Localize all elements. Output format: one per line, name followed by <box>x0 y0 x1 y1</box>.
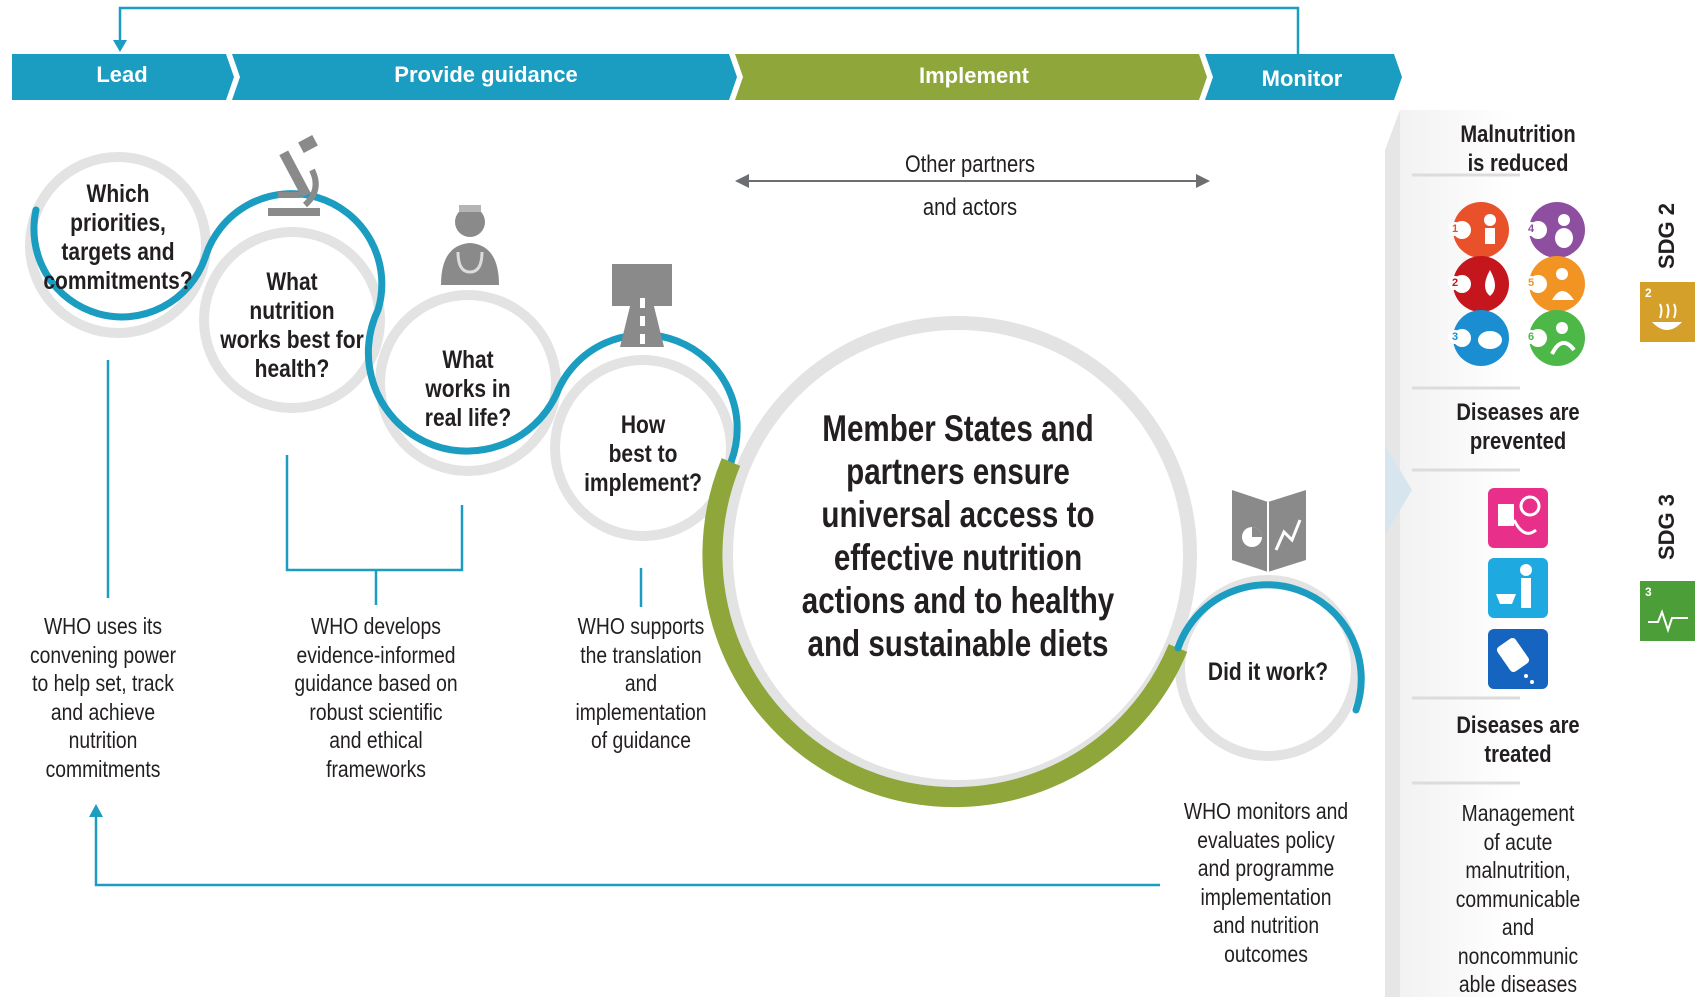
description-lead: WHO uses its convening power to help set… <box>29 613 177 782</box>
stage-chevron-implement <box>735 54 1207 100</box>
description-monitor: WHO monitors and evaluates policy and pr… <box>1183 798 1349 967</box>
stage-label-guidance: Provide guidance <box>394 62 578 87</box>
target-number-badge: 1 <box>1448 222 1462 236</box>
blood-pressure-icon <box>1488 488 1548 548</box>
zero-hunger-icon: 2 <box>1640 282 1695 342</box>
stage-label-lead: Lead <box>96 62 148 87</box>
description-guidance: WHO develops evidence-informed guidance … <box>294 613 458 782</box>
top-return-arrowhead <box>113 40 127 52</box>
question-did-it-work: Did it work? <box>1207 658 1329 686</box>
top-return-line <box>118 6 1300 54</box>
partners-arrowhead-right <box>1196 174 1210 188</box>
doctor-icon <box>441 205 499 285</box>
svg-text:3: 3 <box>1645 585 1652 599</box>
ring-nutrition <box>199 227 385 413</box>
stage-label-implement: Implement <box>918 63 1030 88</box>
nutrition-targets-grid <box>1453 202 1585 366</box>
target-number-badge: 2 <box>1448 276 1462 290</box>
ring-lead <box>25 152 211 338</box>
bottom-return-line <box>94 815 1160 887</box>
microscope-icon <box>268 134 320 216</box>
outcome-chevron-arrow <box>1385 445 1412 535</box>
stunting-icon <box>1453 202 1509 258</box>
sdg-3-label: SDG 3 <box>1654 493 1679 560</box>
connector-guidance-bracket <box>285 455 464 572</box>
target-number-badge: 6 <box>1524 330 1538 344</box>
ring-implement <box>550 355 736 541</box>
outcome-diseases-treated: Diseases are treated <box>1456 712 1580 768</box>
target-number-badge: 5 <box>1524 276 1538 290</box>
green-central-arc <box>702 458 1188 808</box>
sdg-2-label: SDG 2 <box>1654 202 1679 269</box>
outcome-panel <box>1400 110 1515 997</box>
target-number-badge: 3 <box>1448 330 1462 344</box>
hygiene-icon <box>1488 558 1548 618</box>
bottom-return-arrowhead <box>89 804 103 817</box>
question-how-implement: How best to implement? <box>584 411 702 497</box>
stage-chevron-monitor <box>1205 54 1402 100</box>
good-health-icon: 3 <box>1640 581 1695 641</box>
anaemia-icon <box>1453 256 1509 312</box>
ring-real-life <box>375 290 561 476</box>
stage-chevron-guidance <box>232 54 737 100</box>
road-sign-icon <box>612 264 672 347</box>
stage-chevron-lead <box>12 54 234 100</box>
question-nutrition-health: What nutrition works best for health? <box>220 268 364 383</box>
outcome-management-description: Management of acute malnutrition, commun… <box>1455 800 1581 997</box>
outcome-panel-shadow <box>1385 110 1400 997</box>
description-translation: WHO supports the translation and impleme… <box>575 613 707 753</box>
question-priorities: Which priorities, targets and commitment… <box>43 180 193 295</box>
report-chart-icon <box>1232 490 1306 572</box>
target-number-badge: 4 <box>1524 222 1538 236</box>
partners-label: Other partners and actors <box>905 151 1035 221</box>
svg-text:2: 2 <box>1645 286 1652 300</box>
blue-monitor-arc <box>1174 581 1365 714</box>
ring-central <box>719 316 1197 794</box>
stage-label-monitor: Monitor <box>1261 66 1343 91</box>
question-real-life: What works in real life? <box>424 346 512 432</box>
outcome-diseases-prevented: Diseases are prevented <box>1456 399 1580 455</box>
partners-arrowhead-left <box>735 174 749 188</box>
central-statement: Member States and partners ensure univer… <box>801 408 1115 664</box>
ring-did-it-work <box>1175 575 1361 761</box>
outcome-malnutrition-reduced: Malnutrition is reduced <box>1460 121 1576 177</box>
salt-icon <box>1488 629 1548 689</box>
overweight-icon <box>1529 202 1585 258</box>
